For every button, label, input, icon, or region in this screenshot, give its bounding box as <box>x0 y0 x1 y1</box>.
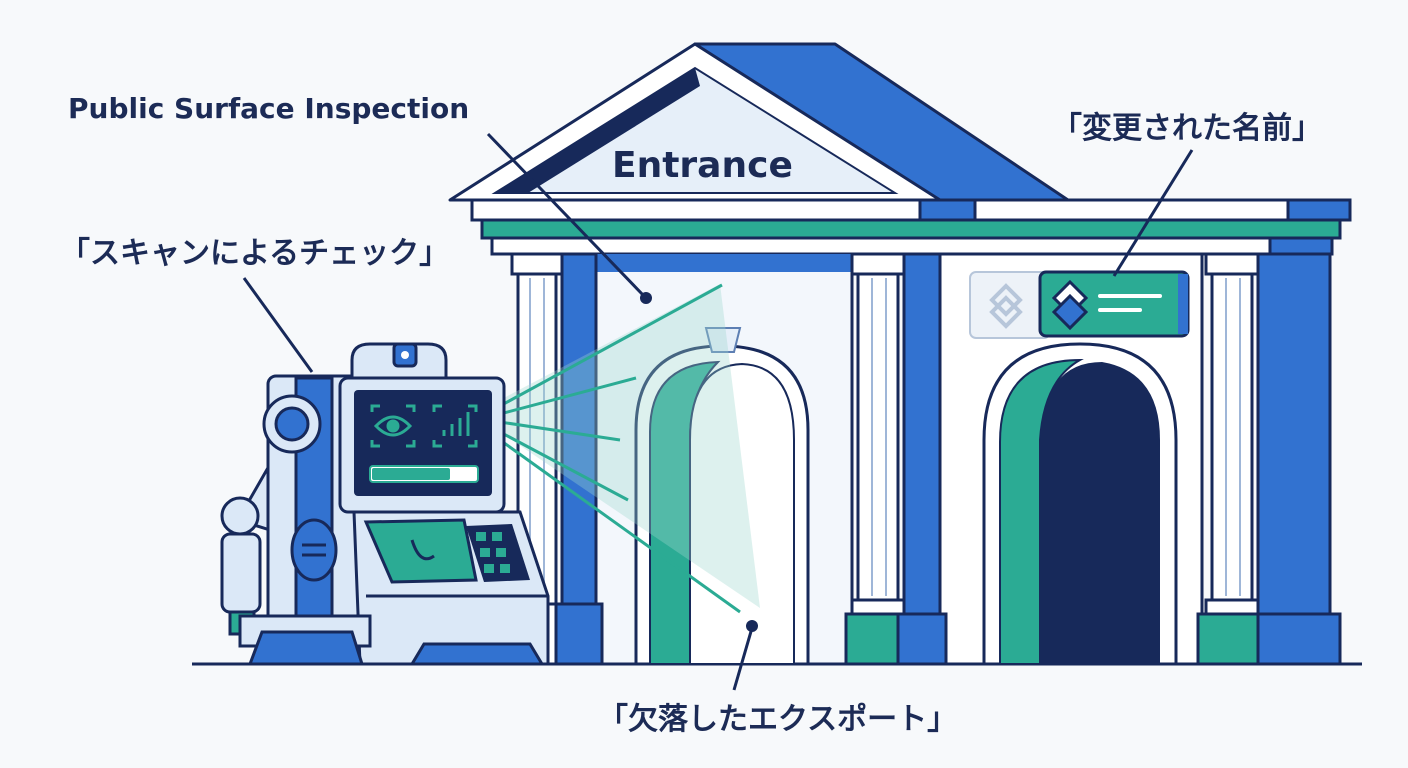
sign-ghost <box>969 271 1051 339</box>
top-blue-band <box>596 254 852 272</box>
eye-scan-icon <box>370 404 416 448</box>
scan-progress-fill <box>372 468 450 480</box>
cornice-blue-mid <box>918 198 977 222</box>
pediment-entrance-label: Entrance <box>612 145 793 186</box>
left-arch-keystone <box>704 327 742 353</box>
scanner-robot <box>220 342 550 666</box>
ghost-diamond-icon <box>989 283 1023 329</box>
renamed-sign <box>969 270 1190 339</box>
cornice-blue-right <box>1286 198 1352 222</box>
cornice <box>470 198 1352 222</box>
leader-scan-check <box>242 277 314 373</box>
left-arch-opening <box>689 362 795 665</box>
architrave <box>490 236 1334 256</box>
scan-cone <box>500 284 760 608</box>
pediment-shadow <box>495 68 700 193</box>
signal-bars-icon <box>432 404 478 448</box>
leader-renamed <box>1112 149 1194 277</box>
column-left-blue <box>554 252 604 666</box>
frieze-teal <box>480 218 1342 240</box>
callout-leaders <box>242 132 1194 691</box>
scan-beam <box>499 283 760 614</box>
callout-missing-export: 「欠落したエクスポート」 <box>598 702 958 737</box>
callout-scan-check: 「スキャンによるチェック」 <box>60 236 450 271</box>
leader-missing-export <box>732 627 754 691</box>
column-right-white <box>1196 252 1266 666</box>
keypad-panel <box>363 518 478 584</box>
callout-renamed: 「変更された名前」 <box>1052 111 1322 146</box>
column-middle-white <box>844 252 912 666</box>
column-right-blue <box>1256 252 1342 666</box>
right-arch-opening <box>1040 362 1160 664</box>
dot-public-surface <box>640 292 652 304</box>
dot-missing-export <box>746 620 758 632</box>
leader-public-surface <box>486 132 646 298</box>
building <box>448 42 1352 666</box>
column-middle-blue <box>896 252 948 666</box>
callout-public-surface-inspection: Public Surface Inspection <box>68 92 470 125</box>
architrave-blue-right <box>1268 236 1334 256</box>
layered-diamond-icon <box>1051 279 1089 331</box>
